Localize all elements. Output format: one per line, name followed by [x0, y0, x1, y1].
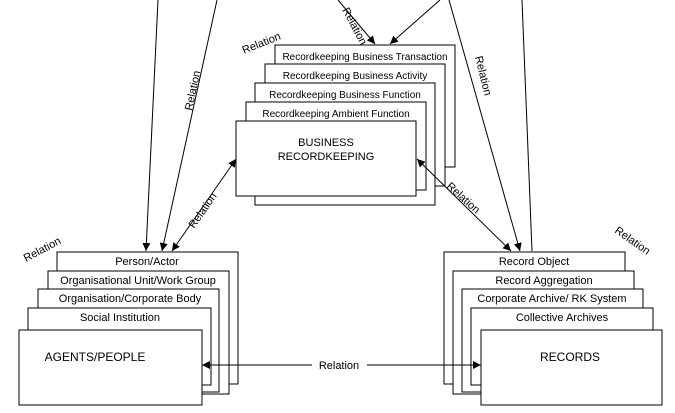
records-stack: Record Object Record Aggregation Corpora… — [443, 251, 663, 406]
relation-label: Relation — [183, 70, 203, 112]
business-stack: Recordkeeping Business Transaction Recor… — [235, 44, 456, 206]
relation-label: Relation — [444, 180, 482, 216]
relation-label: Relation — [339, 6, 369, 47]
business-layer-label: Recordkeeping Ambient Function — [262, 109, 409, 120]
relation-arrow — [416, 158, 512, 252]
relation-arrow — [389, 0, 441, 45]
relation-label: Relation — [187, 191, 220, 231]
records-layer-label: Record Aggregation — [495, 275, 592, 287]
relation-label: Relation — [472, 55, 493, 97]
agents-layer-label: Social Institution — [80, 312, 160, 324]
relation-arrow — [159, 0, 218, 252]
relation-label: Relation — [319, 360, 359, 372]
relation-arrow — [448, 0, 522, 252]
relation-arrow — [337, 0, 376, 45]
business-title-line1: BUSINESS — [298, 137, 354, 149]
business-main-box: BUSINESS RECORDKEEPING — [235, 120, 417, 197]
records-title: RECORDS — [540, 350, 600, 364]
relation-arrow — [171, 158, 237, 252]
agents-title: AGENTS/PEOPLE — [45, 350, 146, 364]
records-layer-label: Corporate Archive/ RK System — [477, 293, 626, 305]
records-layer-label: Record Object — [499, 256, 569, 268]
agents-layer-label: Person/Actor — [115, 256, 179, 268]
records-layer-label: Collective Archives — [516, 312, 609, 324]
relation-line — [521, 0, 533, 252]
records-main-box: RECORDS — [480, 329, 663, 406]
connectors — [142, 0, 533, 369]
business-layer-label: Recordkeeping Business Activity — [283, 71, 428, 82]
business-title-line2: RECORDKEEPING — [278, 151, 375, 163]
business-layer-label: Recordkeeping Business Transaction — [282, 52, 447, 63]
business-layer-label: Recordkeeping Business Function — [269, 90, 421, 101]
relation-arrow — [142, 0, 159, 252]
agents-main-box: AGENTS/PEOPLE — [18, 329, 203, 406]
agents-stack: Person/Actor Organisational Unit/Work Gr… — [18, 251, 239, 406]
agents-layer-label: Organisation/Corporate Body — [59, 293, 202, 305]
agents-layer-label: Organisational Unit/Work Group — [60, 275, 216, 287]
